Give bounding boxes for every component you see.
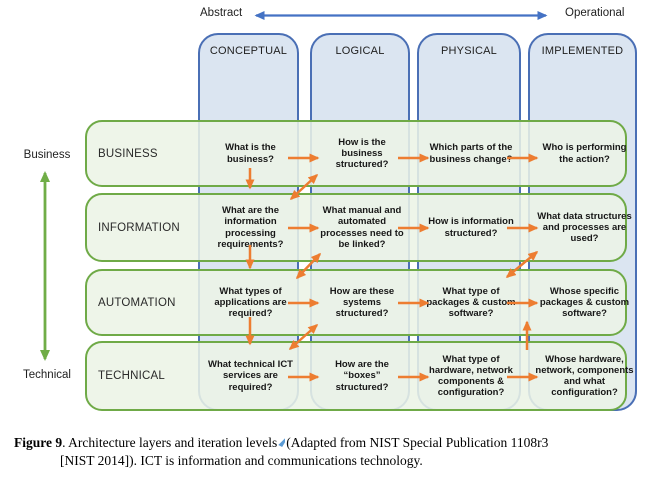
comment-anchor-icon <box>278 438 286 447</box>
figure-label: Figure 9 <box>14 435 63 450</box>
technical-axis-label: Technical <box>23 369 71 381</box>
cell-automation-implemented: Whose specific packages & custom softwar… <box>539 285 630 319</box>
cell-business-physical: Which parts of the business change? <box>429 142 513 165</box>
row-technical: TECHNICAL What technical ICT services ar… <box>85 341 634 411</box>
cell-information-physical: How is information structured? <box>428 216 514 239</box>
column-header: LOGICAL <box>335 45 385 57</box>
row-label: INFORMATION <box>98 221 180 234</box>
column-header: CONCEPTUAL <box>209 45 288 57</box>
column-header: IMPLEMENTED <box>541 45 624 57</box>
cell-technical-logical: How are the “boxes” structured? <box>335 359 389 393</box>
cell-technical-physical: What type of hardware, network component… <box>429 353 513 399</box>
cell-automation-logical: How are these systems structured? <box>329 285 395 319</box>
cell-information-conceptual: What are the information processing requ… <box>217 205 284 250</box>
column-header: PHYSICAL <box>440 45 497 57</box>
cell-technical-implemented: Whose hardware, network, components and … <box>535 353 634 399</box>
cell-business-conceptual: What is the business? <box>225 142 276 165</box>
cell-business-logical: How is the business structured? <box>335 136 389 170</box>
architecture-diagram: Abstract Operational Business Technical … <box>23 7 637 411</box>
cell-information-implemented: What data structures and processes are u… <box>537 210 632 244</box>
caption-text: . Architecture layers and iteration leve… <box>62 435 278 450</box>
operational-axis-label: Operational <box>565 7 625 19</box>
figure-caption: Figure 9. Architecture layers and iterat… <box>14 434 634 469</box>
caption-text-continued: (Adapted from NIST Special Publication 1… <box>286 435 549 450</box>
row-automation: AUTOMATION What types of applications ar… <box>85 269 629 336</box>
row-information: INFORMATION What are the information pro… <box>85 193 632 262</box>
cell-automation-physical: What type of packages & custom software? <box>426 285 516 319</box>
cell-technical-conceptual: What technical ICT services are required… <box>208 359 293 393</box>
row-label: AUTOMATION <box>98 296 176 309</box>
caption-line-2: [NIST 2014]). ICT is information and com… <box>60 452 423 468</box>
cell-automation-conceptual: What types of applications are required? <box>214 285 287 319</box>
business-axis-label: Business <box>23 149 71 161</box>
cell-business-implemented: Who is performing the action? <box>542 142 627 165</box>
cell-information-logical: What manual and automated processes need… <box>320 205 404 250</box>
row-business: BUSINESS What is the business? How is th… <box>85 120 627 187</box>
abstract-axis-label: Abstract <box>200 7 243 19</box>
row-label: BUSINESS <box>98 147 158 160</box>
row-label: TECHNICAL <box>98 370 165 382</box>
